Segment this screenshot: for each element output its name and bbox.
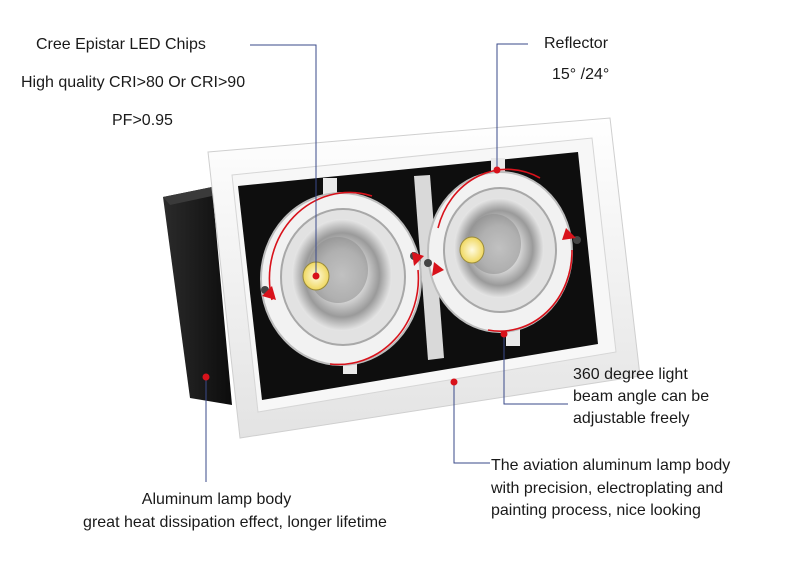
left-lamp-module — [260, 178, 422, 374]
callout-beam-angles: 15° /24° — [552, 66, 610, 83]
callout-led-chips: Cree Epistar LED Chips — [36, 36, 206, 53]
callout-rotation-1: 360 degree light — [573, 366, 688, 383]
callout-reflector: Reflector — [544, 35, 609, 52]
callout-rotation-2: beam angle can be — [573, 388, 710, 405]
leader-lines — [205, 43, 568, 482]
marker-dots — [202, 166, 508, 386]
callout-aviation-1: The aviation aluminum lamp body — [491, 457, 731, 474]
callout-cri: High quality CRI>80 Or CRI>90 — [21, 74, 246, 91]
callout-body-title: Aluminum lamp body — [141, 491, 292, 508]
callout-aviation-2: with precision, electroplating and — [491, 480, 724, 497]
callout-aviation-3: painting process, nice looking — [491, 502, 701, 519]
lamp-housing — [163, 187, 232, 405]
arrow-heads — [262, 228, 576, 300]
callout-pf: PF>0.95 — [112, 112, 173, 129]
callout-body-detail: great heat dissipation effect, longer li… — [83, 514, 387, 531]
callout-rotation-3: adjustable freely — [573, 410, 690, 427]
right-lamp-module — [424, 158, 581, 346]
